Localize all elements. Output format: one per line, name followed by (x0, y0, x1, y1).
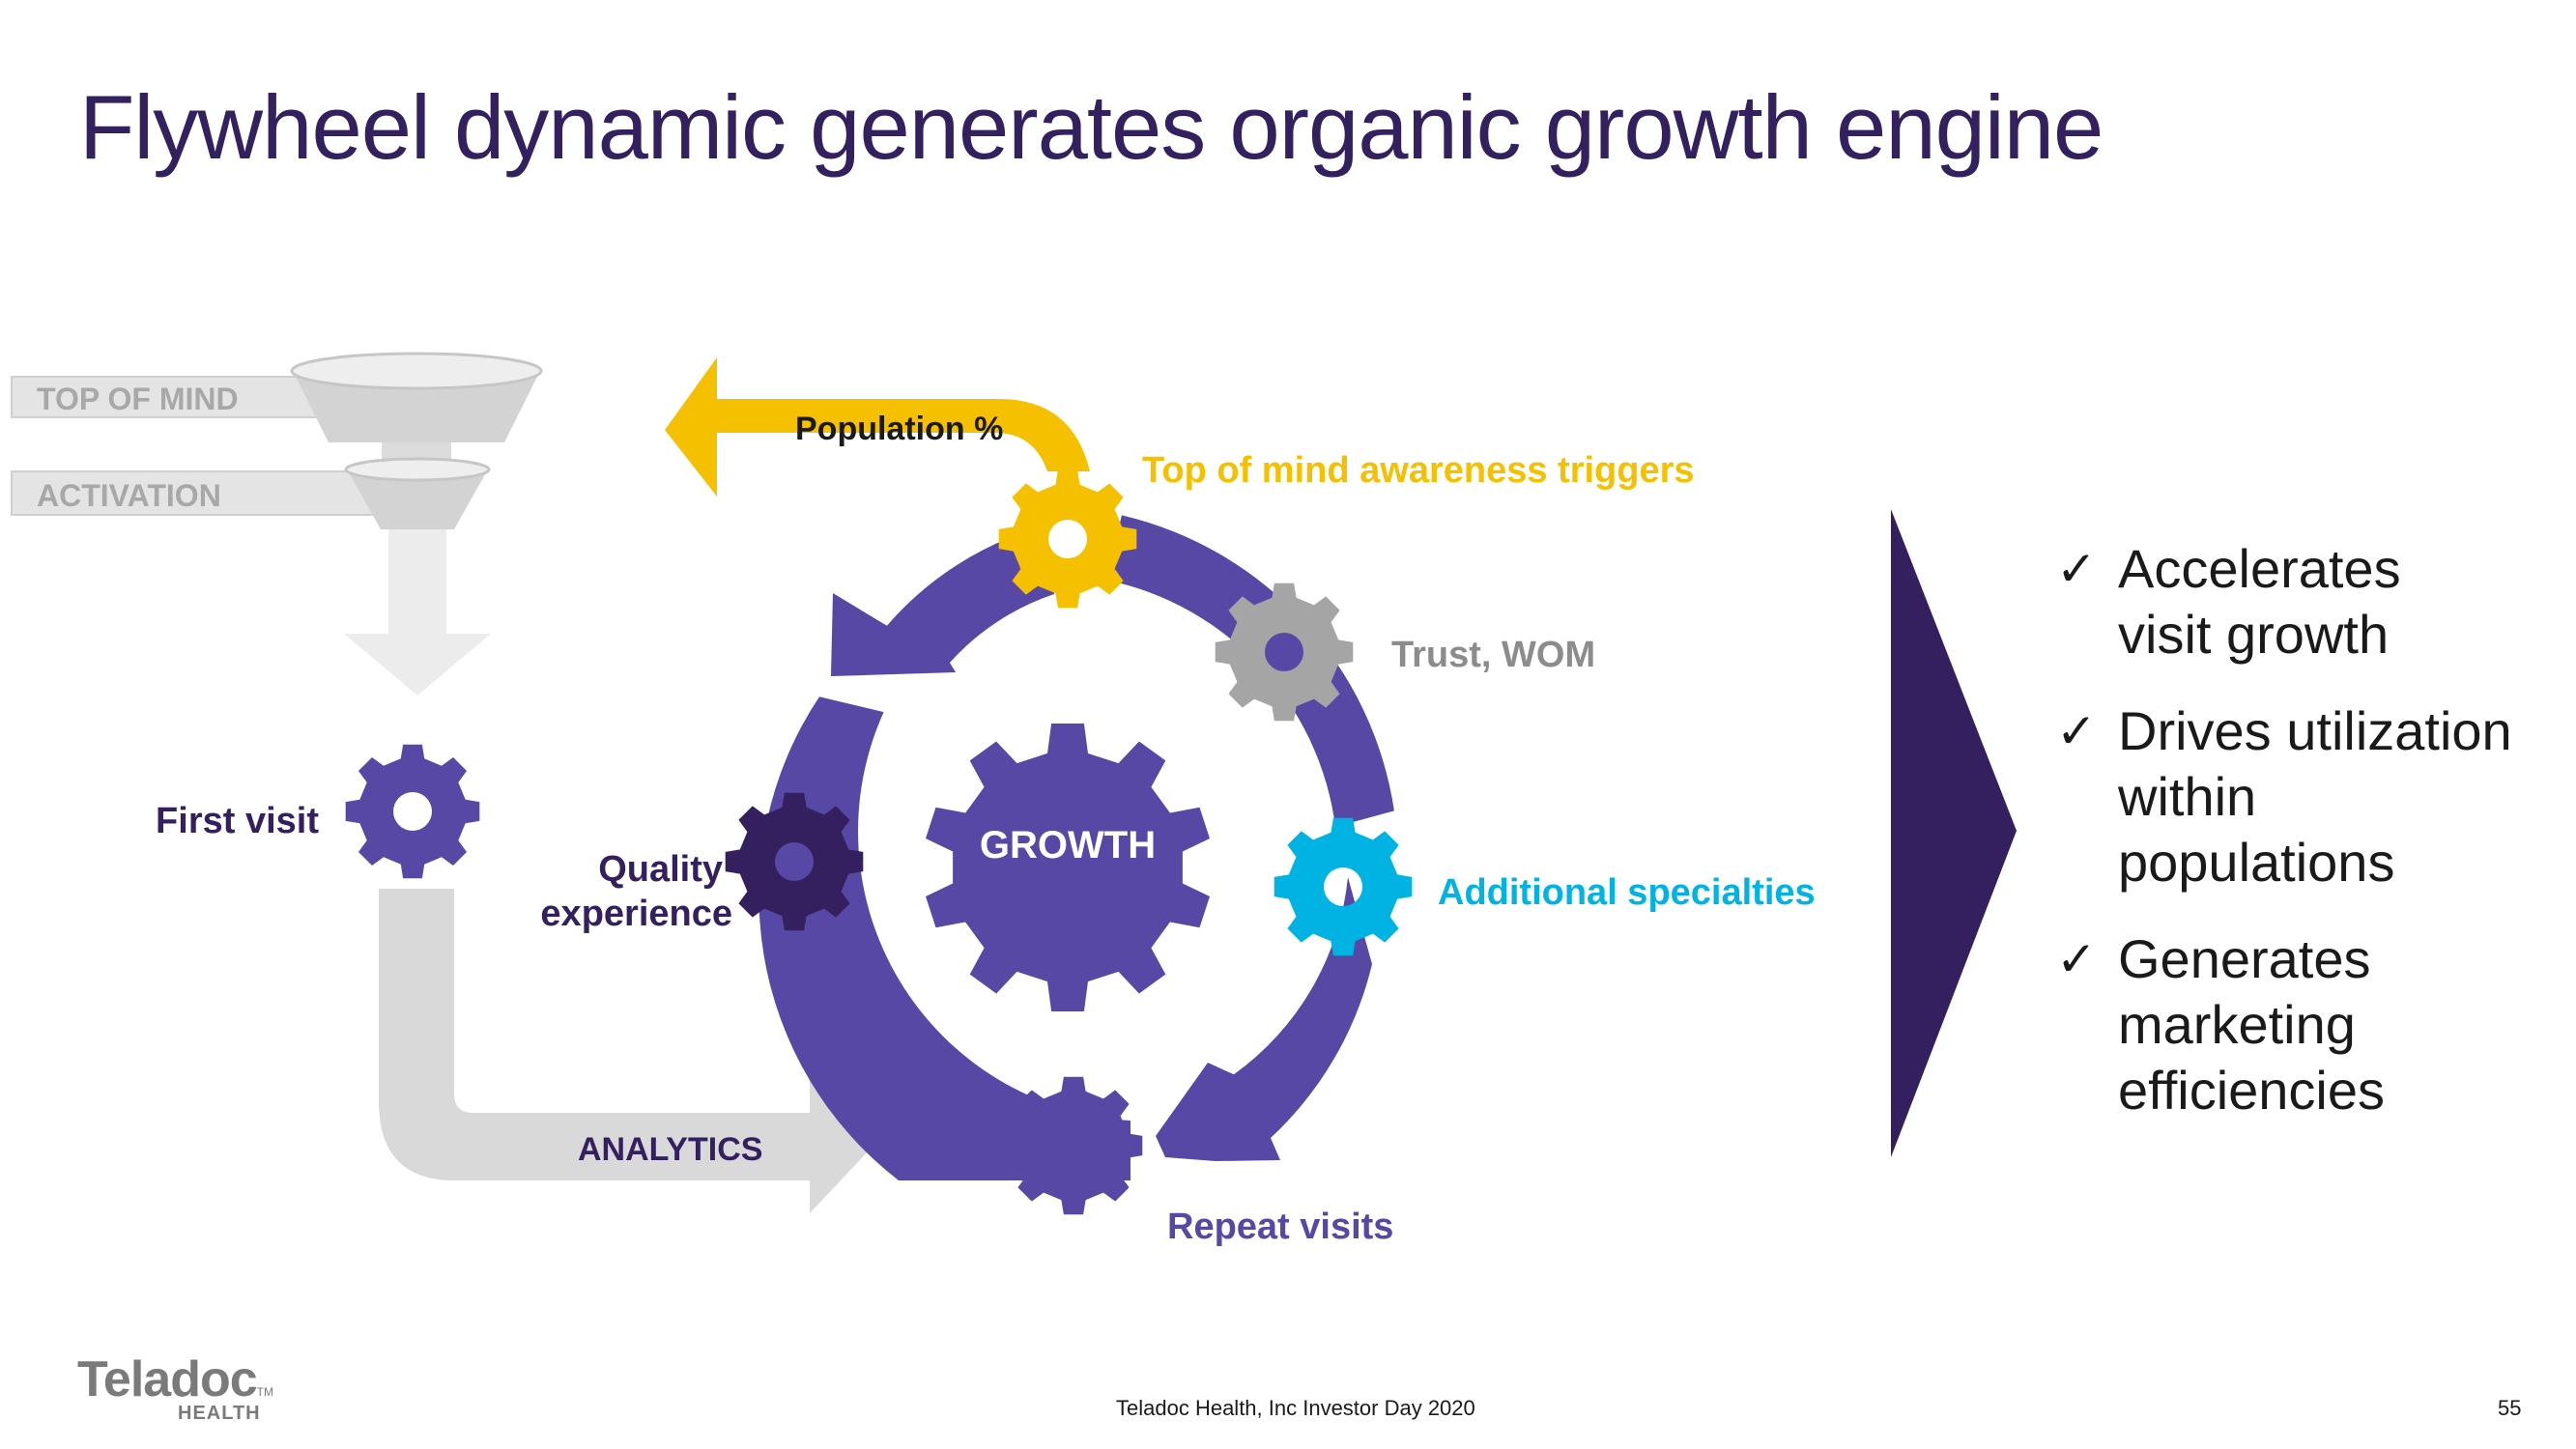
repeat-visits-label: Repeat visits (1167, 1207, 1393, 1247)
funnel: TOP OF MIND ACTIVATION (11, 352, 543, 696)
trust-wom-label: Trust, WOM (1391, 635, 1595, 675)
analytics-arrow: ANALYTICS (379, 889, 872, 1213)
flywheel-ring (758, 515, 1394, 1180)
benefit-1-line2: visit growth (2118, 604, 2390, 665)
population-arrow: Population % (665, 357, 1090, 497)
funnel-bowl-second (346, 468, 489, 529)
analytics-arrow-body (379, 889, 872, 1213)
specialties-gear-icon (1274, 817, 1413, 956)
top-of-mind-label: Top of mind awareness triggers (1142, 450, 1695, 491)
page-number: 55 (2498, 1396, 2522, 1420)
analytics-label: ANALYTICS (578, 1131, 762, 1168)
quality-gear-icon (725, 792, 864, 931)
benefits-list: ✓ Accelerates visit growth ✓ Drives util… (2056, 536, 2576, 1154)
repeat-visits-gear-icon (1004, 1076, 1143, 1215)
check-icon: ✓ (2056, 703, 2097, 759)
logo-wordmark: Teladoc (77, 1351, 258, 1407)
benefit-3-line2: marketing (2118, 994, 2356, 1055)
top-of-mind-gear-icon (998, 469, 1137, 609)
check-icon: ✓ (2056, 931, 2097, 987)
trust-gear-icon (1215, 582, 1354, 722)
benefit-2-line1: Drives utilization (2118, 700, 2512, 761)
funnel-rim-second (344, 457, 491, 482)
check-icon: ✓ (2056, 541, 2097, 597)
slide-title: Flywheel dynamic generates organic growt… (79, 76, 2104, 178)
benefit-item-1: ✓ Accelerates visit growth (2056, 536, 2576, 668)
benefit-3-line3: efficiencies (2118, 1060, 2386, 1121)
benefit-3-line1: Generates (2118, 928, 2371, 989)
benefit-1-line1: Accelerates (2118, 538, 2401, 599)
ring-arc-upper-left (831, 526, 1055, 676)
benefit-item-3: ✓ Generates marketing efficiencies (2056, 926, 2576, 1123)
quality-label-line1: Quality (598, 849, 723, 890)
footer-text: Teladoc Health, Inc Investor Day 2020 (1116, 1396, 1475, 1420)
funnel-second-label: ACTIVATION (37, 478, 221, 513)
chevron-arrow-shape (1891, 509, 2017, 1157)
ring-arc-right-lower (1156, 877, 1372, 1161)
benefit-2-line3: populations (2118, 832, 2395, 893)
ring-arc-right-upper (1106, 515, 1394, 827)
growth-label: GROWTH (980, 824, 1156, 867)
first-visit-gear-icon (345, 744, 480, 879)
population-label: Population % (795, 411, 1003, 447)
growth-gear: GROWTH (926, 724, 1210, 1011)
teladoc-logo: TeladocTM HEALTH (77, 1350, 273, 1425)
population-arrow-body (665, 357, 1090, 497)
ring-arc-left-lower (758, 696, 1131, 1180)
funnel-down-arrow (344, 529, 491, 696)
benefit-2-line2: within (2118, 766, 2257, 827)
first-visit-label: First visit (156, 801, 319, 841)
funnel-top-label: TOP OF MIND (37, 382, 239, 416)
logo-trademark: TM (256, 1385, 273, 1399)
specialties-label: Additional specialties (1438, 872, 1816, 913)
funnel-rim-top (290, 352, 543, 390)
quality-label-line2: experience (540, 894, 732, 934)
benefit-item-2: ✓ Drives utilization within populations (2056, 698, 2576, 895)
growth-gear-shape (926, 724, 1210, 1011)
logo-subtitle: HEALTH (178, 1403, 261, 1424)
